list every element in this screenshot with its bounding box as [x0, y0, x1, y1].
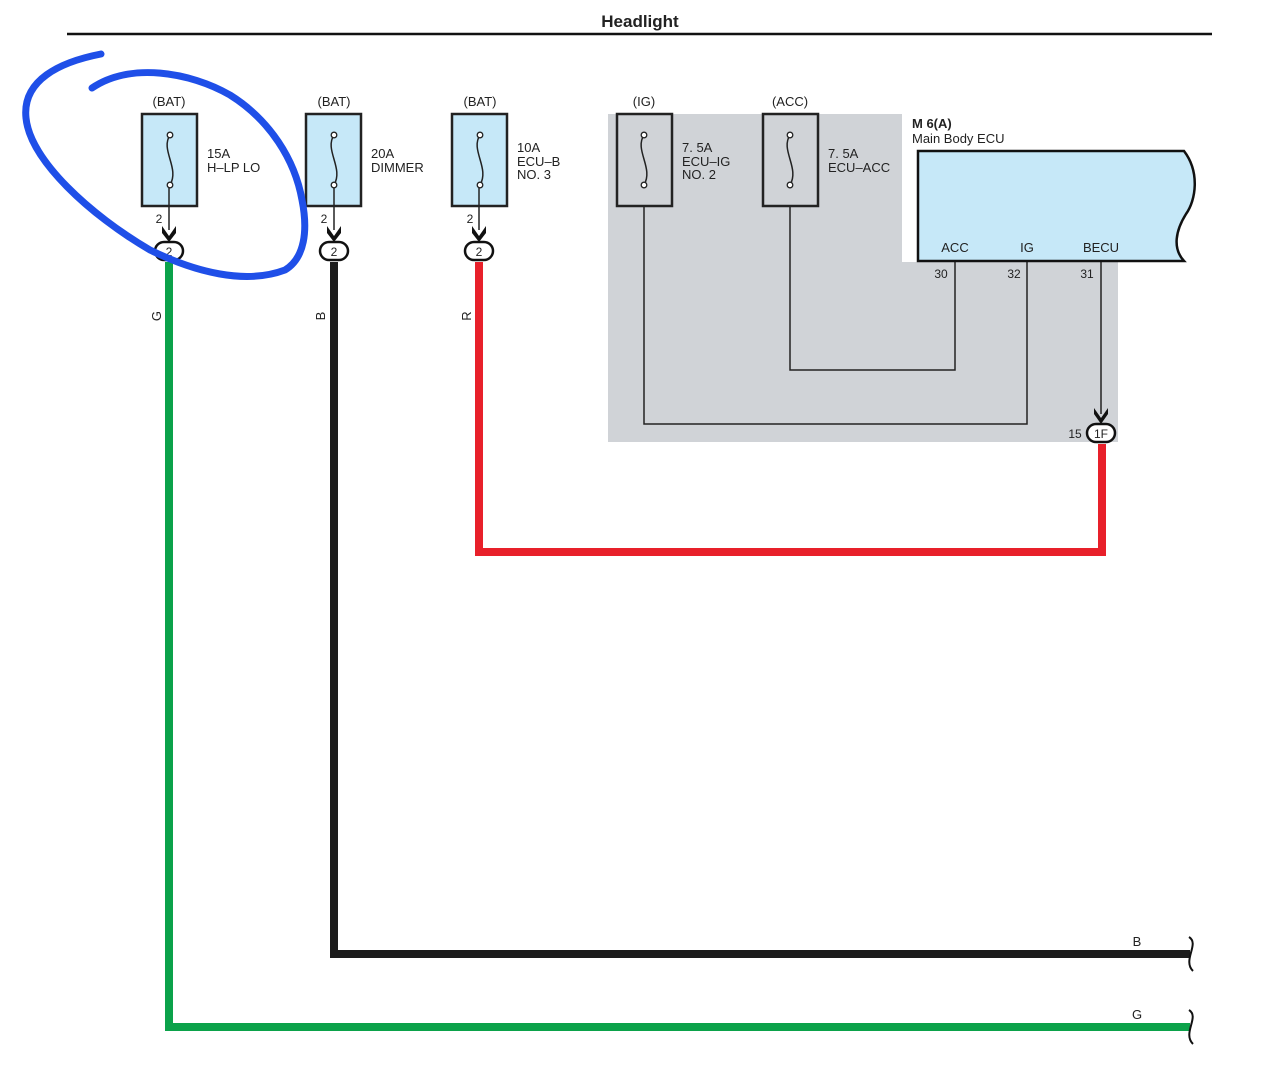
fuse-name-line1: ECU–IG — [682, 154, 730, 169]
fuse-name: H–LP LO — [207, 160, 260, 175]
fuse-terminal-top — [640, 131, 648, 139]
ecu-box — [916, 149, 1196, 263]
fuse-element-icon — [786, 134, 794, 186]
fuse-pin: 2 — [321, 212, 328, 226]
fuse-h-lp-lo: (BAT) 15A H–LP LO 2 2 — [140, 94, 260, 262]
fuse-source: (ACC) — [772, 94, 808, 109]
fuse-source: (BAT) — [153, 94, 186, 109]
fuse-name-line2: NO. 2 — [682, 167, 716, 182]
fuse-terminal-top — [476, 131, 484, 139]
connector-arrow — [472, 226, 486, 242]
fuse-ecu-ig-no2: (IG) 7. 5A ECU–IG NO. 2 — [615, 94, 730, 208]
connector-label: 2 — [476, 245, 483, 259]
connector-1f-pin: 15 — [1068, 427, 1082, 441]
wire-break-mark-b — [1188, 936, 1194, 972]
fuse-element-icon — [640, 134, 648, 186]
wire-green — [165, 262, 1190, 1031]
connector-arrow — [327, 226, 341, 242]
fuse-terminal-bottom — [476, 181, 484, 189]
fuse-terminal-bottom — [640, 181, 648, 189]
ecu-terminal-becu: BECU — [1083, 240, 1119, 255]
ecu-wire-ig — [643, 186, 1028, 425]
fuse-pin: 2 — [156, 212, 163, 226]
fuse-ecu-acc: (ACC) 7. 5A ECU–ACC — [761, 94, 890, 208]
connector-1f: 1F 15 — [1068, 408, 1117, 444]
fuse-pin: 2 — [467, 212, 474, 226]
ecu-wire-acc — [789, 186, 956, 371]
wire-end-label-g: G — [1132, 1007, 1142, 1022]
fuse-source: (BAT) — [464, 94, 497, 109]
wire-code-r: R — [459, 311, 474, 320]
blue-annotation-circle-icon — [22, 50, 309, 280]
ecu-terminal-acc: ACC — [941, 240, 968, 255]
fuse-terminal-top — [166, 131, 174, 139]
main-body-ecu: M 6(A) Main Body ECU ACC IG BECU 30 32 3… — [902, 114, 1196, 281]
connector-1f-oval — [1085, 422, 1117, 444]
fuse-source: (BAT) — [318, 94, 351, 109]
fuse-source: (IG) — [633, 94, 655, 109]
wire-black — [330, 262, 1190, 958]
fuse-terminal-top — [330, 131, 338, 139]
fuse-name: ECU–ACC — [828, 160, 890, 175]
connector-label: 2 — [166, 245, 173, 259]
connector-arrow — [162, 226, 176, 242]
fuse-element-icon — [166, 134, 174, 186]
wire-red — [475, 262, 1106, 556]
fuse-element-icon — [330, 134, 338, 186]
connector-1f-arrow — [1094, 408, 1108, 424]
wire-end-label-b: B — [1133, 934, 1142, 949]
fuse-element-icon — [476, 134, 484, 186]
fuse-rating: 20A — [371, 146, 394, 161]
fuse-dimmer: (BAT) 20A DIMMER 2 2 — [304, 94, 424, 262]
fuse-rating: 7. 5A — [682, 140, 713, 155]
fuse-name-line1: ECU–B — [517, 154, 560, 169]
ecu-terminal-ig: IG — [1020, 240, 1034, 255]
ecu-pin-31: 31 — [1080, 267, 1094, 281]
fuse-ecu-b-no3: (BAT) 10A ECU–B NO. 3 2 2 — [450, 94, 560, 262]
connector-oval — [463, 240, 495, 262]
fuse-rating: 15A — [207, 146, 230, 161]
ecu-pin-30: 30 — [934, 267, 948, 281]
fuse-rating: 7. 5A — [828, 146, 859, 161]
fuse-terminal-bottom — [166, 181, 174, 189]
connector-1f-label: 1F — [1094, 427, 1108, 441]
connector-label: 2 — [331, 245, 338, 259]
diagram-title: Headlight — [601, 12, 679, 31]
wire-break-mark-g — [1188, 1009, 1194, 1045]
wire-code-b: B — [313, 312, 328, 321]
fuse-terminal-bottom — [330, 181, 338, 189]
wire-code-g: G — [149, 311, 164, 321]
fuse-rating: 10A — [517, 140, 540, 155]
fuse-name-line2: NO. 3 — [517, 167, 551, 182]
ecu-name: Main Body ECU — [912, 131, 1004, 146]
fuse-name: DIMMER — [371, 160, 424, 175]
connector-oval — [318, 240, 350, 262]
ecu-code: M 6(A) — [912, 116, 952, 131]
fuse-terminal-top — [786, 131, 794, 139]
fuse-terminal-bottom — [786, 181, 794, 189]
ecu-pin-32: 32 — [1007, 267, 1021, 281]
